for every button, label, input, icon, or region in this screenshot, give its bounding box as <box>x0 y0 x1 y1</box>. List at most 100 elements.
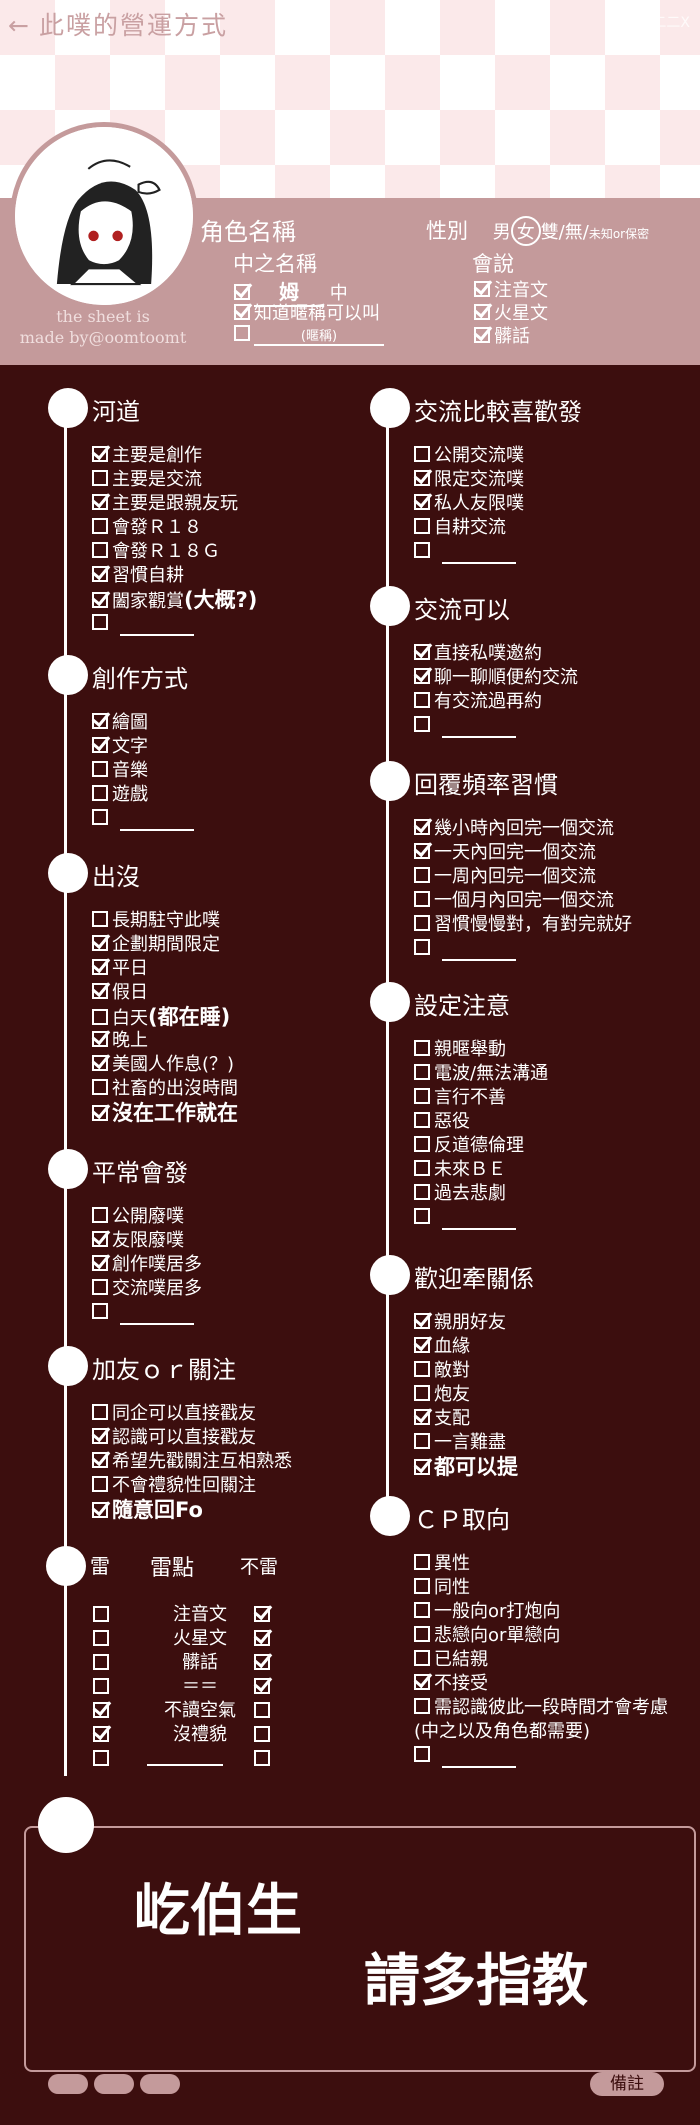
list-item[interactable]: 限定交流噗 <box>414 468 524 492</box>
list-item[interactable]: 會發Ｒ１８Ｇ <box>92 540 257 564</box>
list-item[interactable] <box>414 937 632 961</box>
checkbox-checked-icon[interactable] <box>414 1409 430 1425</box>
checkbox-icon[interactable] <box>92 542 108 558</box>
thunder-right-checkbox-icon[interactable] <box>254 1750 270 1766</box>
list-item[interactable]: 晚上 <box>92 1029 238 1053</box>
page-pill-3[interactable] <box>140 2074 180 2094</box>
list-item[interactable]: 認識可以直接戳友 <box>92 1426 292 1450</box>
list-item[interactable]: 有交流過再約 <box>414 690 578 714</box>
list-item[interactable]: 長期駐守此噗 <box>92 909 238 933</box>
speak-item-2[interactable]: 髒話 <box>474 322 530 348</box>
checkbox-icon[interactable] <box>414 1650 430 1666</box>
checkbox-checked-icon[interactable] <box>414 470 430 486</box>
checkbox-icon[interactable] <box>414 1136 430 1152</box>
checkbox-icon[interactable] <box>92 1476 108 1492</box>
list-item[interactable]: 自耕交流 <box>414 516 524 540</box>
checkbox-icon[interactable] <box>92 785 108 801</box>
gender-female-selected[interactable]: 女 <box>510 216 541 246</box>
list-item[interactable]: 異性 <box>414 1552 668 1576</box>
list-item[interactable]: 習慣慢慢對，有對完就好 <box>414 913 632 937</box>
checkbox-icon[interactable] <box>414 1160 430 1176</box>
list-item[interactable]: 社畜的出沒時間 <box>92 1077 238 1101</box>
list-item[interactable]: 幾小時內回完一個交流 <box>414 817 632 841</box>
thunder-right-checkbox-icon[interactable] <box>254 1678 270 1694</box>
list-item[interactable]: 不接受 <box>414 1672 668 1696</box>
list-item[interactable]: 親朋好友 <box>414 1311 518 1335</box>
checkbox-checked-icon[interactable] <box>414 819 430 835</box>
checkbox-icon[interactable] <box>414 518 430 534</box>
list-item[interactable] <box>414 714 578 738</box>
checkbox-icon[interactable] <box>92 1303 108 1319</box>
checkbox-checked-icon[interactable] <box>92 1428 108 1444</box>
list-item[interactable]: 同企可以直接戳友 <box>92 1402 292 1426</box>
checkbox-icon[interactable] <box>92 1404 108 1420</box>
checkbox-checked-icon[interactable] <box>414 1459 430 1475</box>
checkbox-checked-icon[interactable] <box>92 1452 108 1468</box>
page-pill-1[interactable] <box>48 2074 88 2094</box>
chunai-item-2[interactable]: (暱稱) <box>234 324 384 346</box>
checkbox-checked-icon[interactable] <box>414 644 430 660</box>
list-item[interactable]: 友限廢噗 <box>92 1229 202 1253</box>
list-item[interactable]: 血緣 <box>414 1335 518 1359</box>
checkbox-checked-icon[interactable] <box>92 592 108 608</box>
list-item[interactable]: 電波/無法溝通 <box>414 1062 548 1086</box>
list-item[interactable]: 企劃期間限定 <box>92 933 238 957</box>
list-item[interactable]: 私人友限噗 <box>414 492 524 516</box>
checkbox-icon[interactable] <box>234 304 250 320</box>
list-item[interactable]: (中之以及角色都需要) <box>414 1720 668 1744</box>
thunder-left-checkbox-icon[interactable] <box>93 1630 109 1646</box>
note-button[interactable]: 備註 <box>590 2072 664 2096</box>
checkbox-icon[interactable] <box>92 518 108 534</box>
list-item[interactable] <box>92 807 194 831</box>
back-arrow-icon[interactable]: ← <box>8 11 31 40</box>
checkbox-icon[interactable] <box>414 1112 430 1128</box>
thunder-left-checkbox-icon[interactable] <box>93 1750 109 1766</box>
list-item[interactable]: 言行不善 <box>414 1086 548 1110</box>
list-item[interactable]: 不會禮貌性回關注 <box>92 1474 292 1498</box>
list-item[interactable] <box>414 540 524 564</box>
thunder-left-checkbox-icon[interactable] <box>93 1606 109 1622</box>
list-item[interactable]: 一言難盡 <box>414 1431 518 1455</box>
list-item[interactable]: 需認識彼此一段時間才會考慮 <box>414 1696 668 1720</box>
checkbox-icon[interactable] <box>92 809 108 825</box>
list-item[interactable]: 主要是交流 <box>92 468 257 492</box>
list-item[interactable]: 支配 <box>414 1407 518 1431</box>
checkbox-icon[interactable] <box>414 1385 430 1401</box>
list-item[interactable]: 創作噗居多 <box>92 1253 202 1277</box>
list-item[interactable]: 習慣自耕 <box>92 564 257 588</box>
thunder-right-checkbox-icon[interactable] <box>254 1654 270 1670</box>
list-item[interactable] <box>92 612 257 636</box>
checkbox-icon[interactable] <box>414 1088 430 1104</box>
checkbox-checked-icon[interactable] <box>92 713 108 729</box>
list-item[interactable]: 未來ＢＥ <box>414 1158 548 1182</box>
list-item[interactable]: 同性 <box>414 1576 668 1600</box>
checkbox-checked-icon[interactable] <box>92 959 108 975</box>
checkbox-icon[interactable] <box>92 1079 108 1095</box>
thunder-right-checkbox-icon[interactable] <box>254 1702 270 1718</box>
checkbox-checked-icon[interactable] <box>414 494 430 510</box>
page-pill-2[interactable] <box>94 2074 134 2094</box>
list-item[interactable] <box>414 1206 548 1230</box>
list-item[interactable]: 文字 <box>92 735 194 759</box>
speak-item-0[interactable]: 注音文 <box>474 276 548 302</box>
checkbox-icon[interactable] <box>414 716 430 732</box>
list-item[interactable]: 一天內回完一個交流 <box>414 841 632 865</box>
list-item[interactable]: 會發Ｒ１８ <box>92 516 257 540</box>
list-item[interactable]: 白天(都在睡) <box>92 1005 238 1029</box>
list-item[interactable]: 闔家觀賞(大概?) <box>92 588 257 612</box>
checkbox-checked-icon[interactable] <box>92 446 108 462</box>
thunder-right-checkbox-icon[interactable] <box>254 1606 270 1622</box>
checkbox-icon[interactable] <box>92 761 108 777</box>
checkbox-icon[interactable] <box>92 470 108 486</box>
list-item[interactable]: 公開交流噗 <box>414 444 524 468</box>
list-item[interactable]: 炮友 <box>414 1383 518 1407</box>
checkbox-icon[interactable] <box>414 1554 430 1570</box>
checkbox-icon[interactable] <box>92 614 108 630</box>
checkbox-checked-icon[interactable] <box>92 1255 108 1271</box>
list-item[interactable]: 遊戲 <box>92 783 194 807</box>
checkbox-checked-icon[interactable] <box>92 1231 108 1247</box>
speak-item-1[interactable]: 火星文 <box>474 299 548 325</box>
checkbox-icon[interactable] <box>474 281 490 297</box>
checkbox-icon[interactable] <box>414 446 430 462</box>
checkbox-checked-icon[interactable] <box>92 1031 108 1047</box>
